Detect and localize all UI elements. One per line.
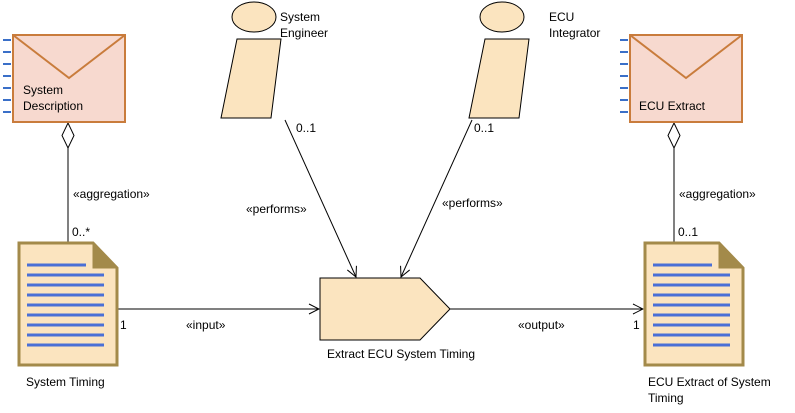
aggregation-right-multiplicity: 0..1 [678, 225, 698, 239]
system-engineer-node[interactable]: System Engineer [220, 1, 328, 119]
aggregation-diamond-icon [667, 121, 681, 150]
system-description-label-line2: Description [23, 99, 83, 113]
document-icon [643, 241, 745, 367]
system-description-node[interactable]: System Description [3, 34, 126, 123]
aggregation-diamond-icon [61, 121, 75, 150]
performs-right-multiplicity: 0..1 [474, 121, 494, 135]
ecu-extract-node[interactable]: ECU Extract [620, 34, 743, 123]
envelope-icon [3, 34, 126, 123]
system-timing-node[interactable]: System Timing [17, 241, 119, 389]
aggregation-left-stereotype: «aggregation» [73, 187, 150, 201]
aggregation-left-multiplicity: 0..* [72, 225, 90, 239]
role-figure-icon [220, 1, 282, 119]
envelope-icon [620, 34, 743, 123]
input-stereotype: «input» [186, 318, 226, 332]
performs-connector-left[interactable] [284, 119, 356, 277]
aggregation-right-stereotype: «aggregation» [679, 187, 756, 201]
ecu-extract-of-system-timing-label-line1: ECU Extract of System [648, 375, 771, 389]
performs-left-stereotype: «performs» [246, 202, 307, 216]
ecu-extract-of-system-timing-label-line2: Timing [648, 391, 684, 405]
role-figure-icon [468, 1, 530, 119]
output-stereotype: «output» [518, 318, 565, 332]
extract-ecu-system-timing-task[interactable]: Extract ECU System Timing [319, 277, 475, 361]
task-label: Extract ECU System Timing [327, 347, 475, 361]
system-timing-label: System Timing [26, 375, 105, 389]
performs-left-multiplicity: 0..1 [296, 121, 316, 135]
aggregation-connector-right[interactable] [667, 121, 681, 242]
aggregation-connector-left[interactable] [61, 121, 75, 242]
ecu-integrator-node[interactable]: ECU Integrator [468, 1, 600, 119]
performs-right-stereotype: «performs» [442, 196, 503, 210]
ecu-extract-of-system-timing-node[interactable]: ECU Extract of System Timing [643, 241, 771, 405]
system-engineer-label-line2: Engineer [280, 26, 328, 40]
system-engineer-label-line1: System [280, 10, 320, 24]
performs-connector-right[interactable] [401, 119, 473, 277]
task-pentagon-icon [319, 277, 451, 341]
ecu-extract-label: ECU Extract [639, 99, 706, 113]
document-icon [17, 241, 119, 367]
ecu-integrator-label-line2: Integrator [549, 26, 600, 40]
input-multiplicity: 1 [120, 318, 127, 332]
ecu-integrator-label-line1: ECU [549, 10, 574, 24]
system-description-label-line1: System [23, 83, 63, 97]
output-multiplicity: 1 [633, 318, 640, 332]
